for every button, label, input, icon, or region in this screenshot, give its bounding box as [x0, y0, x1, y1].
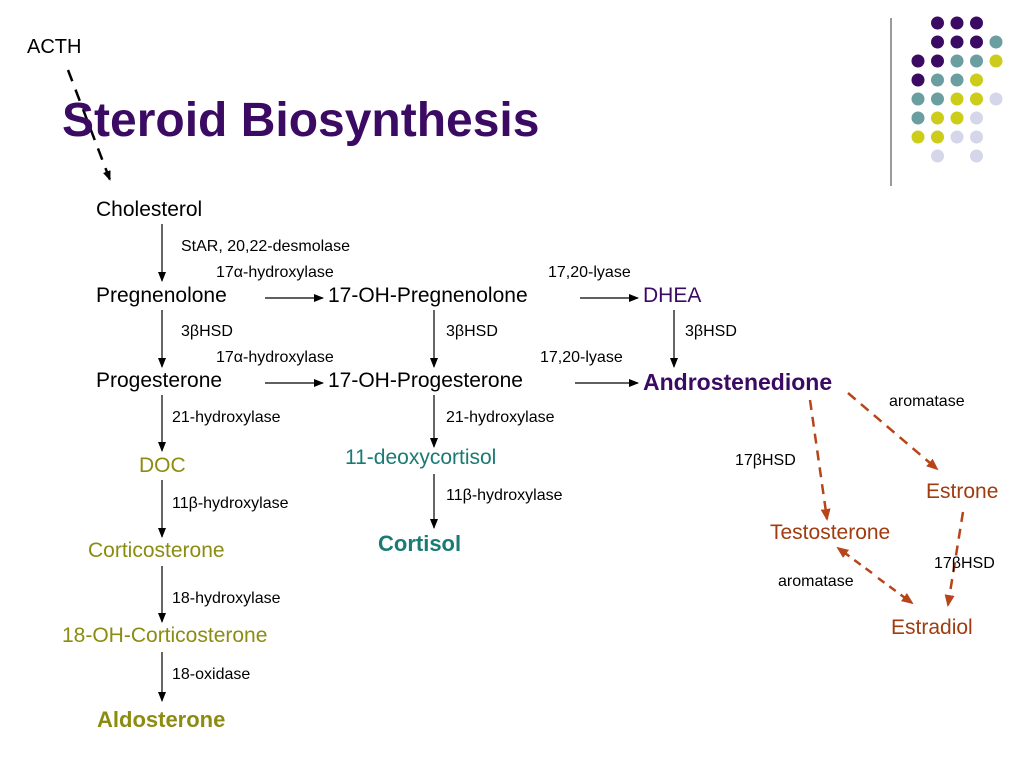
decorative-dot	[970, 73, 983, 87]
decorative-dot	[989, 54, 1003, 68]
enzyme-aromatase-top: aromatase	[889, 393, 965, 410]
decorative-dot	[950, 130, 964, 144]
enzyme-3bhsd-left: 3βHSD	[181, 323, 233, 340]
page-title: Steroid Biosynthesis	[62, 94, 540, 147]
decorative-dot	[970, 35, 983, 49]
dot-grid-icon	[890, 16, 1003, 186]
enzyme-18-hydroxylase: 18-hydroxylase	[172, 590, 281, 607]
enzyme-18-oxidase: 18-oxidase	[172, 666, 251, 683]
molecule-cortisol: Cortisol	[378, 531, 462, 556]
molecule-dhea: DHEA	[643, 284, 702, 307]
molecule-estrone: Estrone	[926, 480, 999, 503]
decorative-dot	[931, 149, 944, 163]
decorative-dot	[970, 149, 983, 163]
enzyme-11b-hydroxylase-left: 11β-hydroxylase	[172, 495, 289, 512]
decorative-dot	[911, 130, 925, 144]
enzyme-aromatase-bottom: aromatase	[778, 573, 854, 590]
molecule-estradiol: Estradiol	[891, 616, 973, 639]
molecule-aldosterone: Aldosterone	[97, 707, 226, 732]
arrow-aromatase-testosterone	[836, 546, 873, 575]
acth-label: ACTH	[27, 36, 82, 58]
enzyme-17a-hydroxylase-bottom: 17α-hydroxylase	[216, 349, 334, 366]
arrow-aromatase-estradiol	[877, 576, 914, 605]
decorative-dot	[911, 92, 925, 106]
decorative-dot	[989, 35, 1003, 49]
enzyme-21-hydroxylase-left: 21-hydroxylase	[172, 409, 281, 426]
molecule-18oh-corticosterone: 18-OH-Corticosterone	[62, 624, 268, 647]
decorative-dot	[931, 16, 944, 30]
decorative-dot	[911, 111, 925, 125]
molecule-11-deoxycortisol: 11-deoxycortisol	[345, 446, 497, 469]
enzyme-3bhsd-right: 3βHSD	[685, 323, 737, 340]
enzyme-star-desmolase: StAR, 20,22-desmolase	[181, 238, 350, 255]
decorative-dot	[950, 35, 964, 49]
decorative-dot	[970, 130, 983, 144]
molecule-cholesterol: Cholesterol	[96, 198, 203, 221]
enzyme-17-20-lyase-bottom: 17,20-lyase	[540, 349, 623, 366]
decorative-dot	[950, 73, 964, 87]
decorative-dot	[931, 92, 944, 106]
decorative-dot	[970, 111, 983, 125]
enzyme-17-20-lyase-top: 17,20-lyase	[548, 264, 631, 281]
decorative-dot	[950, 16, 964, 30]
enzyme-17bhsd-right: 17βHSD	[934, 555, 995, 572]
decorative-dot	[950, 111, 964, 125]
decorative-dot	[970, 54, 983, 68]
arrow-androstenedione-estrone	[847, 392, 939, 471]
molecule-pregnenolone: Pregnenolone	[96, 284, 227, 307]
decorative-dot	[931, 35, 944, 49]
molecule-progesterone: Progesterone	[96, 369, 223, 392]
molecule-17oh-progesterone: 17-OH-Progesterone	[328, 369, 523, 392]
molecule-corticosterone: Corticosterone	[88, 539, 225, 562]
decorative-dot	[931, 130, 944, 144]
decorative-dot	[931, 111, 944, 125]
arrow-androstenedione-testosterone	[808, 399, 831, 521]
enzyme-11b-hydroxylase-mid: 11β-hydroxylase	[446, 487, 563, 504]
decorative-dot	[911, 73, 925, 87]
molecule-testosterone: Testosterone	[770, 521, 891, 544]
decorative-dot	[950, 92, 964, 106]
decorative-dot	[989, 92, 1003, 106]
enzyme-17a-hydroxylase-top: 17α-hydroxylase	[216, 264, 334, 281]
decorative-dot	[970, 92, 983, 106]
decorative-dot	[931, 54, 944, 68]
enzyme-17bhsd-left: 17βHSD	[735, 452, 796, 469]
decorative-dot	[931, 73, 944, 87]
decorative-dot	[970, 16, 983, 30]
molecule-doc: DOC	[139, 454, 186, 477]
molecule-androstenedione: Androstenedione	[643, 369, 833, 395]
decorative-dot	[950, 54, 964, 68]
molecule-17oh-pregnenolone: 17-OH-Pregnenolone	[328, 284, 528, 307]
decorative-dot	[911, 54, 925, 68]
enzyme-3bhsd-mid: 3βHSD	[446, 323, 498, 340]
enzyme-21-hydroxylase-mid: 21-hydroxylase	[446, 409, 555, 426]
